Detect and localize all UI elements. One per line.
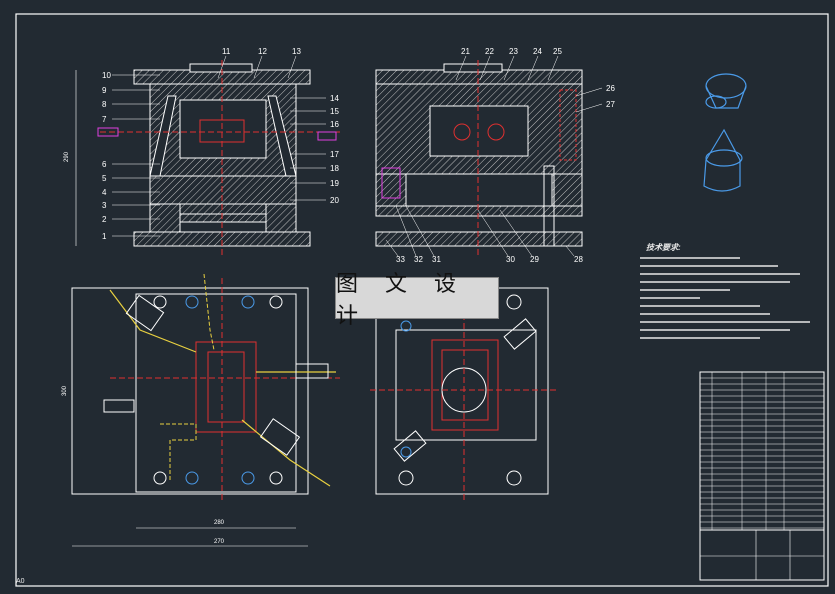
leader-line: [547, 55, 559, 81]
part-number-label: 6: [102, 160, 107, 169]
part-number-label: 20: [330, 196, 339, 205]
part-labels-side: 21 22 23 24 25 26 27 28 29 30 31 32 33: [385, 47, 615, 264]
sheet-size-mark: A0: [16, 578, 25, 585]
part-number-label: 25: [553, 47, 562, 56]
leader-line: [385, 239, 399, 257]
leader-line: [499, 209, 533, 257]
requirements-text-lines: [640, 257, 810, 339]
part-3d-sketches: [703, 73, 747, 192]
part-number-label: 27: [606, 100, 615, 109]
part-number-label: 26: [606, 84, 615, 93]
leader-line: [575, 103, 603, 113]
svg-text:300: 300: [62, 385, 68, 396]
part-number-label: 21: [461, 47, 470, 56]
part-number-label: 18: [330, 164, 339, 173]
part-number-label: 9: [102, 86, 107, 95]
leader-line: [565, 245, 575, 257]
leader-line: [527, 55, 539, 81]
dim-plate-width: 280: [214, 520, 225, 526]
part-number-label: 32: [414, 255, 423, 264]
part-number-label: 11: [222, 47, 231, 56]
requirements-title: 技术要求:: [646, 243, 681, 252]
part-number-label: 24: [533, 47, 542, 56]
part-number-label: 12: [258, 47, 267, 56]
drawing-frame: [15, 13, 829, 587]
part-number-label: 28: [574, 255, 583, 264]
leader-line: [395, 205, 417, 257]
part-number-label: 8: [102, 100, 107, 109]
part-number-label: 4: [102, 188, 107, 197]
svg-text:290: 290: [64, 151, 70, 162]
part-number-label: 5: [102, 174, 107, 183]
front-section-view: 290: [64, 60, 340, 258]
part-number-label: 13: [292, 47, 301, 56]
part-number-label: 10: [102, 71, 111, 80]
part-number-label: 19: [330, 179, 339, 188]
plan-view-fixed-half: 300: [62, 273, 340, 547]
part-number-label: 22: [485, 47, 494, 56]
part-number-label: 30: [506, 255, 515, 264]
part-number-label: 33: [396, 255, 405, 264]
side-section-view: [375, 60, 583, 258]
leader-line: [503, 55, 515, 81]
part-number-label: 31: [432, 255, 441, 264]
leader-line: [253, 55, 263, 79]
leader-line: [405, 205, 435, 257]
part-number-label: 3: [102, 201, 107, 210]
part-number-label: 7: [102, 115, 107, 124]
leader-line: [479, 55, 491, 81]
title-stamp: 图 文 设 计: [336, 272, 498, 329]
part-number-label: 23: [509, 47, 518, 56]
part-number-label: 29: [530, 255, 539, 264]
dim-total-width: 270: [214, 539, 225, 545]
part-number-label: 15: [330, 107, 339, 116]
leader-line: [455, 55, 467, 81]
part-number-label: 14: [330, 94, 339, 103]
part-number-label: 1: [102, 232, 107, 241]
part-number-label: 16: [330, 120, 339, 129]
part-number-label: 2: [102, 215, 107, 224]
leader-line: [217, 55, 227, 79]
leader-line: [477, 209, 509, 257]
part-number-label: 17: [330, 150, 339, 159]
leader-line: [575, 87, 603, 97]
leader-line: [287, 55, 297, 79]
parts-list-table: [699, 371, 825, 581]
